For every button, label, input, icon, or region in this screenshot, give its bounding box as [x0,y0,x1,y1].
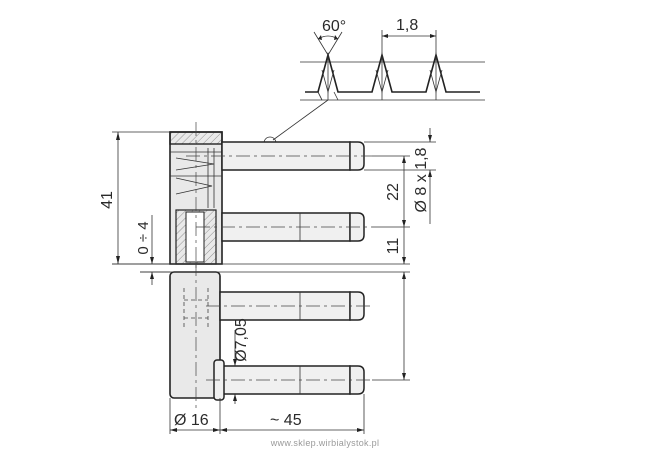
dim-body-diameter: Ø 16 [169,398,221,434]
watermark-text: www.sklep.wirbialystok.pl [270,438,380,448]
pin-length-label: ~ 45 [270,412,302,429]
lower-offset-label: 11 [385,238,402,255]
upper-hinge-body [169,122,372,268]
thread-pitch-label: 1,8 [396,17,418,34]
dim-pin-length: ~ 45 [220,394,365,434]
dim-pin-diameter: Ø7,05 [233,318,250,404]
dim-lower-offset: 11 [385,227,406,264]
dim-adjust-range: 0 ÷ 4 [135,215,170,285]
dim-upper-spacing: 22 [372,155,410,228]
dim-thread-size: Ø 8 x 1,8 [364,128,436,224]
pin-diameter-label: Ø7,05 [233,318,250,362]
dim-lower-extent [372,272,410,381]
thread-detail: 60° 1,8 [263,17,485,150]
body-diameter-label: Ø 16 [174,412,209,429]
thread-angle-label: 60° [322,18,346,35]
adjust-range-label: 0 ÷ 4 [135,221,152,254]
lower-hinge-body [169,262,372,410]
thread-size-label: Ø 8 x 1,8 [413,147,430,212]
upper-spacing-label: 22 [385,183,402,201]
overall-height-label: 41 [99,191,116,209]
